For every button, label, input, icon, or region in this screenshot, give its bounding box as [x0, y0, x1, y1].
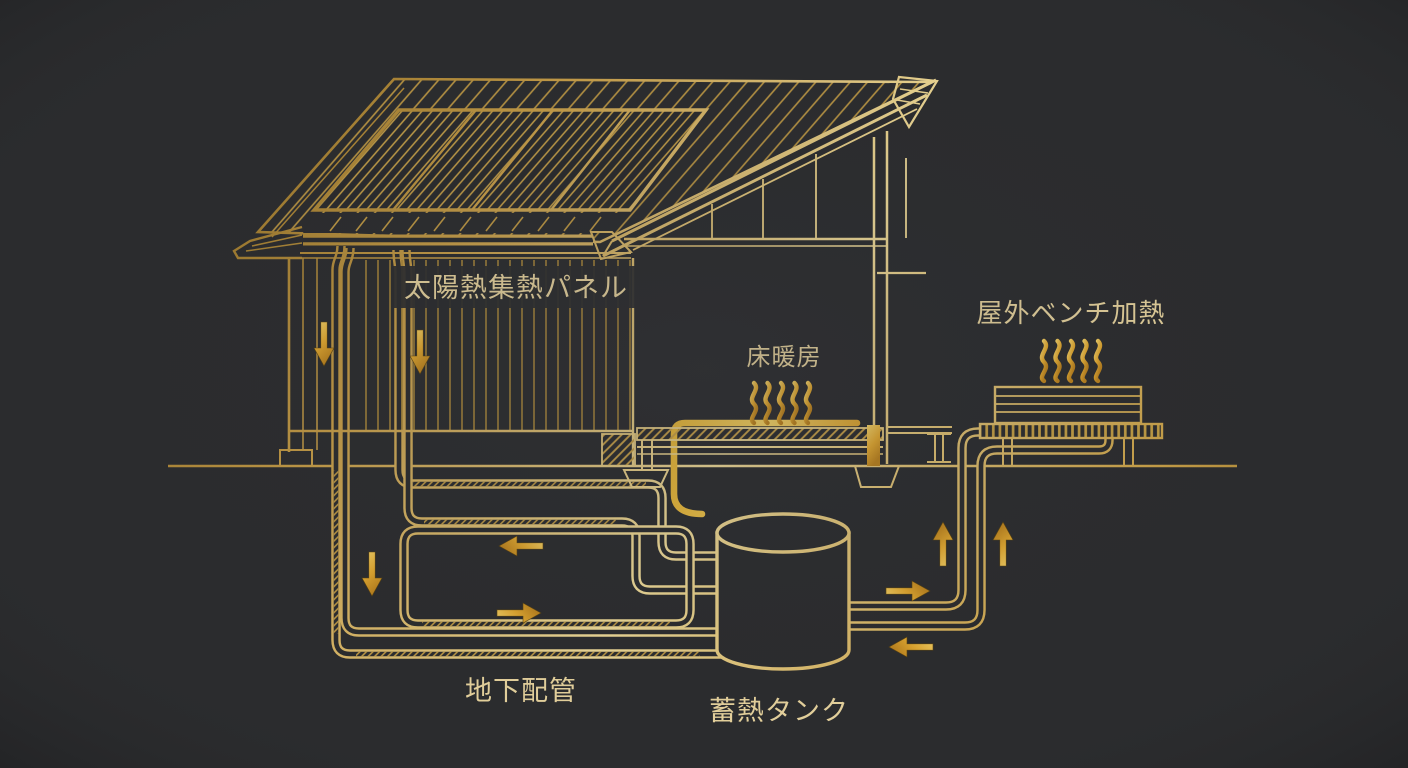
bench-seat: [993, 385, 1143, 425]
floor-slab: [636, 427, 884, 441]
label-underground-piping: 地下配管: [465, 676, 577, 706]
storage-tank: [715, 512, 851, 671]
bench-heater-strip: [978, 422, 1164, 440]
tank-top: [715, 512, 851, 554]
label-solar-panel: 太陽熱集熱パネル: [404, 273, 628, 303]
label-outdoor-bench: 屋外ベンチ加熱: [976, 298, 1165, 328]
right-foundation-post: [867, 425, 880, 466]
label-storage-tank: 蓄熱タンク: [709, 696, 849, 726]
foundation-block: [601, 433, 636, 467]
label-floor-heating: 床暖房: [747, 344, 822, 371]
